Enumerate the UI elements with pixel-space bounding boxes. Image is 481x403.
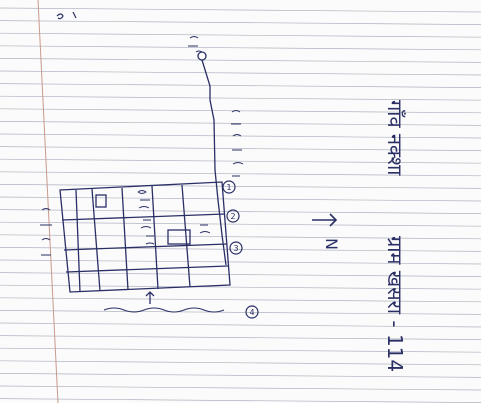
marker-circle-icon: [245, 305, 259, 319]
ruled-line: [0, 398, 481, 403]
ruled-line: [0, 184, 481, 189]
ruled-line: [0, 146, 481, 151]
marker-label: 3: [233, 244, 238, 253]
ruled-line: [0, 335, 481, 340]
margin-line: [37, 0, 59, 403]
ruled-line: [0, 360, 481, 366]
ruled-line: [0, 209, 481, 214]
ruled-line: [0, 347, 481, 353]
marker-circle-icon: [222, 180, 236, 194]
ruled-line: [0, 196, 481, 202]
plot-grid: [59, 181, 231, 293]
corner-scribble: [56, 11, 77, 20]
ruled-line: [0, 95, 481, 101]
ruled-line: [0, 20, 481, 25]
ruled-line: [0, 385, 481, 391]
marker-1: 1: [222, 180, 236, 194]
marker-3: 3: [229, 241, 243, 255]
ruled-line: [0, 158, 481, 164]
ruled-line: [0, 310, 481, 315]
ruled-line: [0, 58, 481, 63]
ruled-line: [0, 272, 481, 277]
ruled-line: [0, 32, 481, 38]
marker-label: 1: [226, 183, 231, 192]
north-indicator: N: [312, 213, 341, 250]
grid-annotations: [40, 190, 211, 256]
marker-circle-icon: [226, 209, 240, 223]
top-annotation: [188, 36, 203, 53]
marker-2: 2: [226, 209, 240, 223]
ruled-line: [0, 83, 481, 88]
bottom-annotation: [103, 307, 225, 313]
ruled-line: [0, 259, 481, 265]
ruled-line: [0, 121, 481, 126]
khasra-label: ग्राम खसरा - 114: [383, 236, 407, 372]
bottom-arrow-icon: [145, 291, 155, 304]
survey-sketch: [40, 36, 244, 313]
ruled-line: [0, 297, 481, 303]
marker-list: 1 2 3 4: [222, 180, 259, 319]
ruled-line: [0, 234, 481, 240]
ruled-line: [0, 171, 481, 177]
ruled-line: [0, 373, 481, 378]
boundary-line: [201, 59, 227, 266]
marker-4: 4: [245, 305, 259, 319]
ruled-line: [0, 108, 481, 114]
ruled-line: [0, 221, 481, 227]
north-arrow-icon: [312, 213, 338, 227]
marker-circle-icon: [229, 241, 243, 255]
ruled-line: [0, 7, 481, 13]
village-label: गाँव नक्शा: [383, 100, 407, 176]
line-annotation: [231, 110, 244, 177]
north-label: N: [322, 238, 341, 250]
marker-label: 4: [249, 308, 254, 317]
marker-label: 2: [230, 212, 235, 221]
ruled-line: [0, 70, 481, 76]
ruled-line: [0, 247, 481, 252]
ruled-line: [0, 322, 481, 328]
ruled-line: [0, 45, 481, 51]
